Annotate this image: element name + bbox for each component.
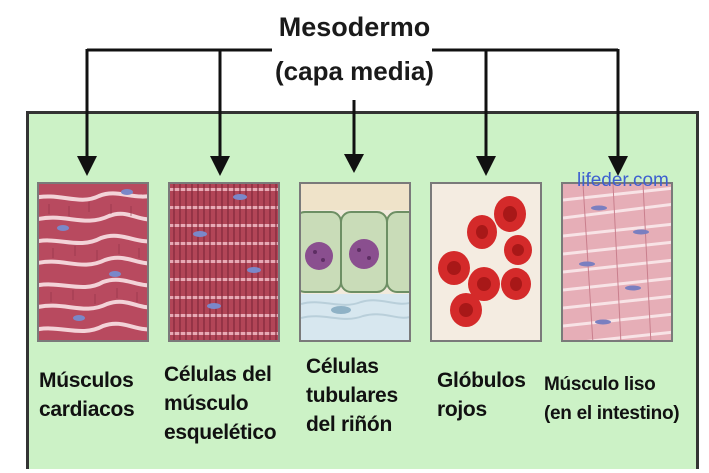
skeletal-muscle-image: [168, 182, 280, 342]
kidney-cells-image: [299, 182, 411, 342]
caption-red-blood-cells: Glóbulos rojos: [437, 366, 526, 424]
caption-skeletal-muscle: Células del músculo esquelético: [164, 360, 276, 447]
smooth-muscle-image: [561, 182, 673, 342]
cardiac-muscle-image: [37, 182, 149, 342]
diagram-title: Mesodermo: [0, 12, 709, 43]
lifeder-watermark: lifeder.com: [577, 170, 669, 192]
red-blood-cells-image: [430, 182, 542, 342]
diagram-subtitle: (capa media): [0, 56, 709, 87]
caption-kidney-cells: Células tubulares del riñón: [306, 352, 398, 439]
caption-cardiac-muscle: Músculos cardiacos: [39, 366, 134, 424]
caption-smooth-muscle: Músculo liso (en el intestino): [544, 370, 679, 428]
